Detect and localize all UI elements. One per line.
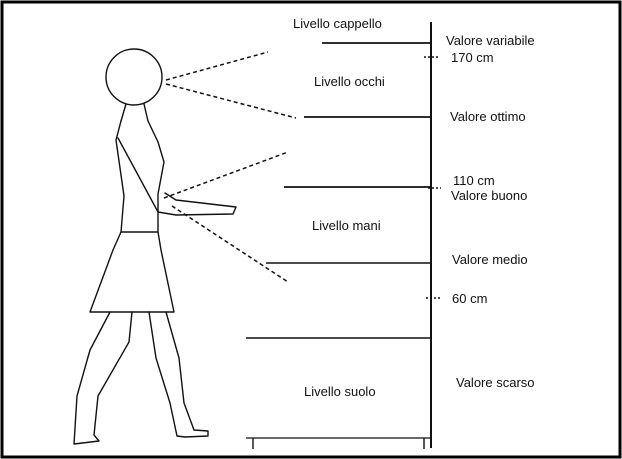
label-eye-level: Livello occhi [314, 74, 385, 89]
label-height-170: 170 cm [451, 50, 494, 65]
label-height-110: 110 cm [453, 173, 495, 188]
label-floor-level: Livello suolo [304, 384, 376, 399]
label-hand-level: Livello mani [312, 218, 381, 233]
label-medium-value: Valore medio [452, 252, 528, 267]
label-poor-value: Valore scarso [456, 375, 535, 390]
label-hat-level: Livello cappello [293, 16, 382, 31]
label-variable-value: Valore variabile [446, 33, 535, 48]
label-good-value: Valore buono [451, 188, 527, 203]
label-height-60: 60 cm [452, 291, 487, 306]
label-optimal-value: Valore ottimo [450, 109, 526, 124]
